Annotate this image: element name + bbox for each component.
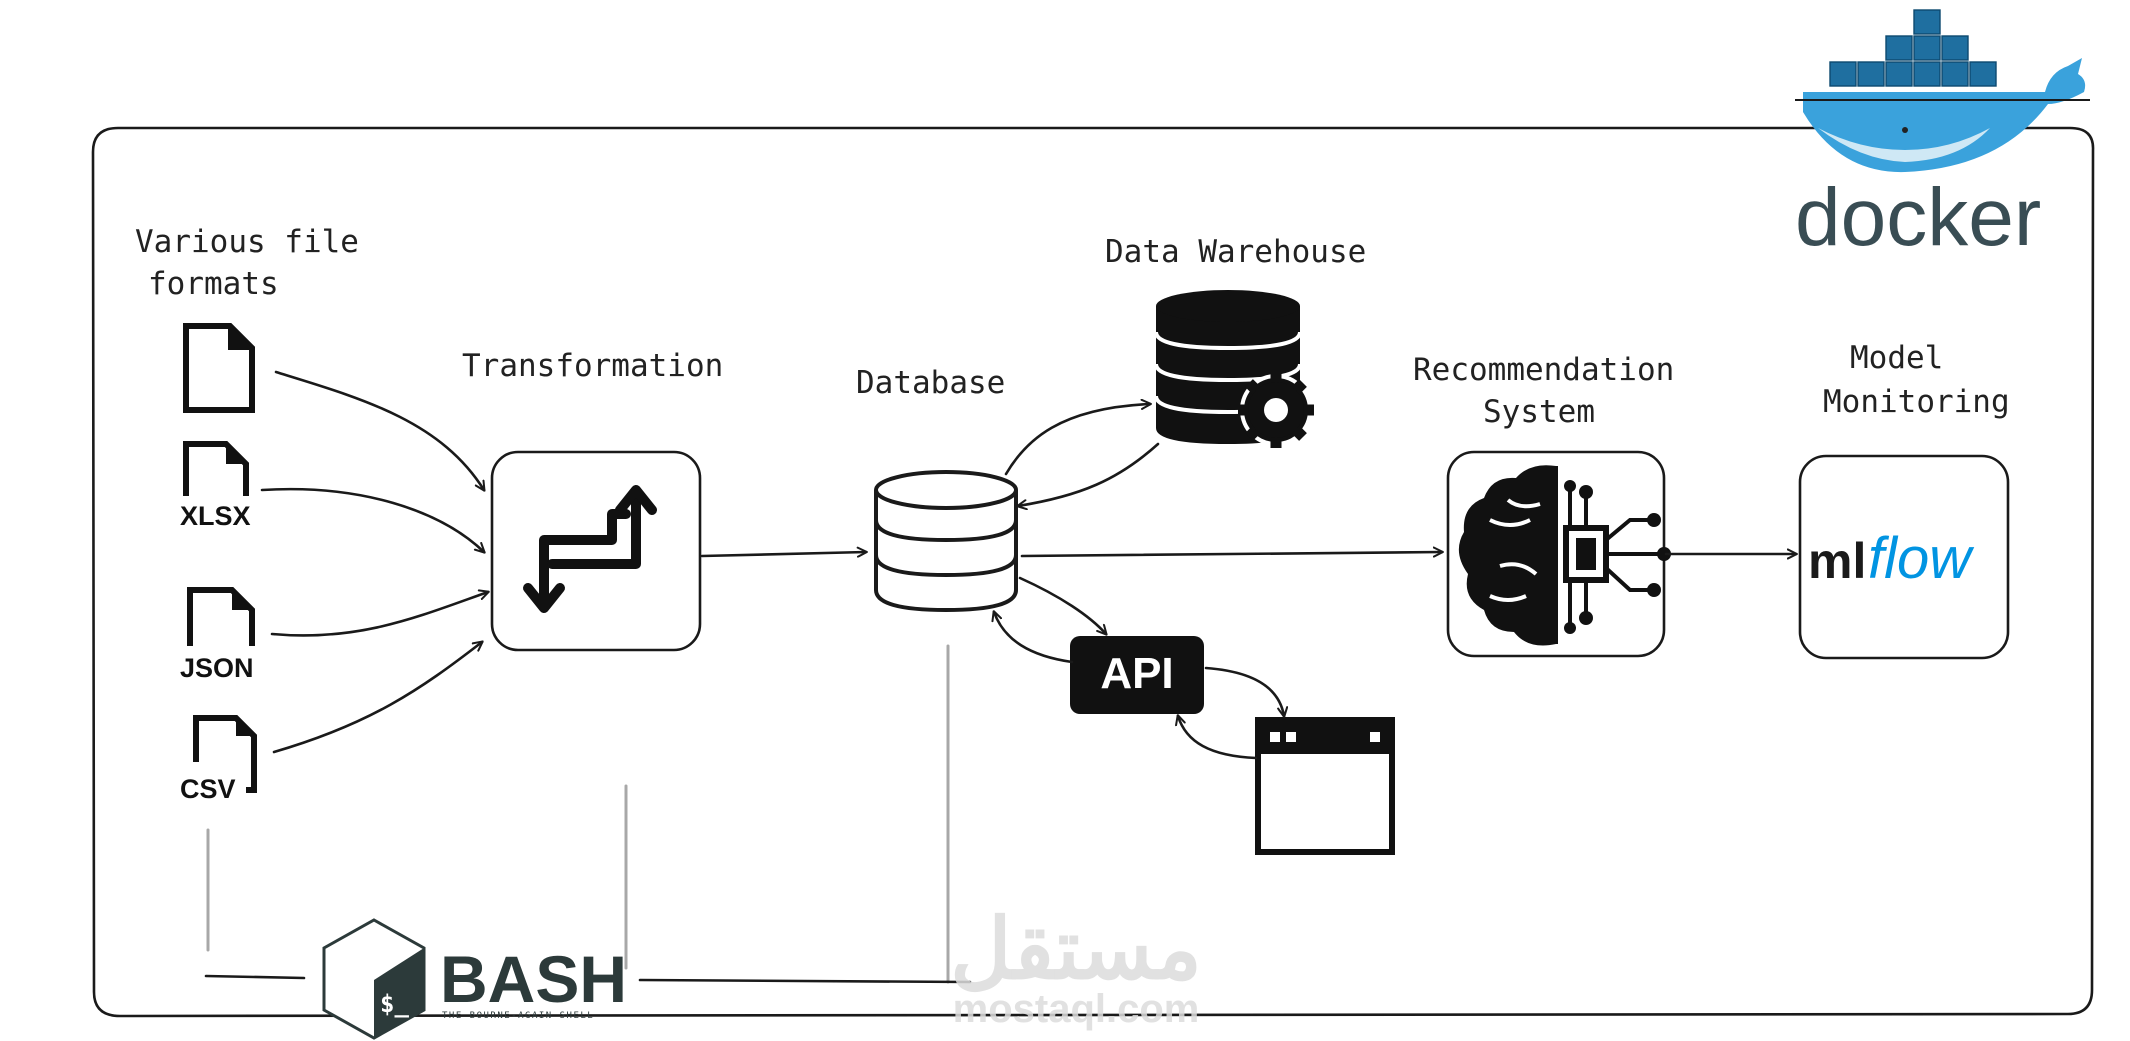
outer-frame <box>91 126 2095 1018</box>
watermark-arabic: مستقل <box>950 902 1201 996</box>
label-recommendation-line2: System <box>1483 394 1595 430</box>
arrow-browser-to-api <box>1178 716 1258 760</box>
file-type-csv: CSV <box>180 774 236 804</box>
connector-bash-left <box>204 974 306 980</box>
mlflow-logo: ml flow <box>1808 526 1974 591</box>
arrow-database-to-api <box>1018 576 1106 634</box>
mostaql-watermark: مستقل mostaql.com <box>950 902 1201 1031</box>
brain-chip-icon <box>1458 465 1671 646</box>
label-transformation: Transformation <box>462 348 723 384</box>
arrow-database-to-recommendation <box>1020 552 1442 556</box>
docker-logo: docker <box>1795 9 2090 263</box>
arrow-api-to-database <box>994 612 1074 664</box>
arrow-json-to-transformation <box>270 592 488 637</box>
arrow-file-to-transformation <box>274 370 484 490</box>
label-model-line2: Monitoring <box>1823 384 2010 420</box>
browser-window-icon <box>1255 717 1395 855</box>
docker-wordmark: docker <box>1795 172 2041 263</box>
bash-terminal-icon: $_ <box>322 918 426 1040</box>
monitoring-box <box>1798 454 2010 660</box>
docker-whale-icon <box>1795 9 2090 173</box>
arrow-api-to-browser <box>1204 666 1284 716</box>
arrow-csv-to-transformation <box>272 642 482 754</box>
api-badge: API <box>1070 636 1204 714</box>
data-warehouse-icon <box>1154 290 1314 448</box>
file-icon <box>183 323 255 413</box>
gear-icon <box>1238 372 1314 448</box>
arrow-database-to-warehouse <box>1004 404 1150 476</box>
connector-bash-right <box>638 978 972 984</box>
label-file-formats-line1: Various file <box>135 224 359 260</box>
file-type-json: JSON <box>180 653 254 683</box>
bash-tagline: THE BOURNE-AGAIN SHELL <box>442 1011 594 1021</box>
database-icon <box>874 470 1018 613</box>
bash-logo: $_ BASH THE BOURNE-AGAIN SHELL <box>322 918 627 1040</box>
mlflow-ml: ml <box>1808 533 1866 589</box>
xlsx-file-icon: XLSX <box>180 441 251 531</box>
watermark-latin: mostaql.com <box>953 987 1200 1031</box>
label-model-line1: Model <box>1850 340 1943 376</box>
csv-file-icon: CSV <box>180 715 257 804</box>
label-database: Database <box>856 365 1005 401</box>
transformation-box <box>490 450 702 652</box>
arrow-warehouse-to-database <box>1018 442 1160 506</box>
mlflow-flow: flow <box>1868 526 1974 591</box>
label-recommendation-line1: Recommendation <box>1413 352 1674 388</box>
json-file-icon: JSON <box>180 587 255 683</box>
label-file-formats-line2: formats <box>148 266 279 302</box>
bash-prompt: $_ <box>380 990 409 1018</box>
file-type-xlsx: XLSX <box>180 501 251 531</box>
bash-wordmark: BASH <box>440 942 627 1016</box>
api-label: API <box>1100 649 1173 698</box>
transform-arrows-icon <box>523 485 657 613</box>
label-data-warehouse: Data Warehouse <box>1105 234 1366 270</box>
arrow-transformation-to-database <box>700 552 866 556</box>
arrow-xlsx-to-transformation <box>260 487 484 552</box>
